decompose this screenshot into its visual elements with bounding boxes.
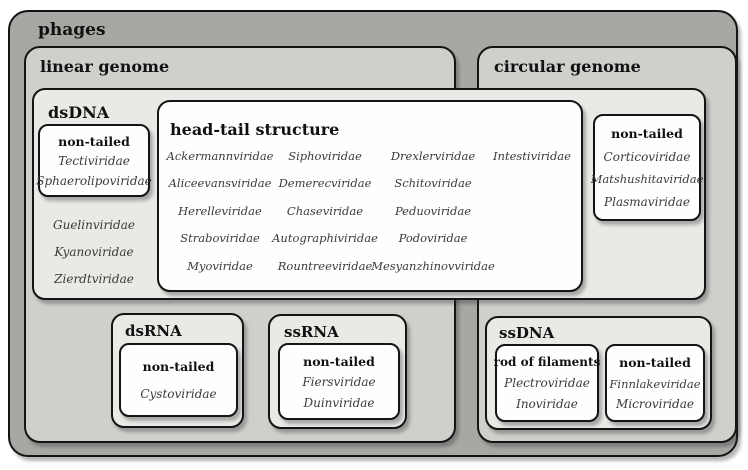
head-tail-structure-box: head-tail structure Ackermannviridae Ali… — [157, 100, 583, 292]
dsdna-circular-non-tailed-box: non-tailed Corticoviridae Matshushitavir… — [590, 114, 704, 221]
family-name: Zierdtviridae — [54, 272, 134, 286]
ssdna-rod-of-filaments-box: rod of filaments Plectroviridae Inovirid… — [493, 344, 601, 422]
ssrna-label: ssRNA — [284, 323, 339, 341]
ssdna-non-tailed-box: non-tailed Finnlakeviridae Microviridae — [605, 344, 705, 422]
head-tail-family-grid: Ackermannviridae Aliceevansviridae Herel… — [167, 142, 575, 280]
non-tailed-label: non-tailed — [303, 353, 375, 369]
linear-genome-label: linear genome — [40, 57, 170, 76]
phages-label: phages — [38, 20, 106, 40]
non-tailed-label: non-tailed — [58, 133, 130, 149]
family-name: Demerecviridae — [278, 176, 372, 191]
head-tail-structure-label: head-tail structure — [170, 120, 340, 139]
family-name: Peduoviridae — [394, 203, 472, 218]
family-name: Sphaerolipoviridae — [36, 173, 152, 188]
family-name: Siphoviridae — [288, 148, 362, 163]
family-name: Straboviridae — [180, 231, 260, 246]
dsdna-box: dsDNA non-tailed Tectiviridae Sphaerolip… — [32, 88, 706, 300]
family-name: Finnlakeviridae — [609, 376, 701, 391]
family-name: Guelinviridae — [53, 218, 135, 232]
dsdna-linear-non-tailed-box: non-tailed Tectiviridae Sphaerolipovirid… — [36, 124, 152, 197]
dsdna-other-families: Guelinviridae Kyanoviridae Zierdtviridae — [38, 212, 150, 293]
ssrna-box: ssRNA non-tailed Fiersviridae Duinvirida… — [268, 314, 407, 429]
dsrna-non-tailed-box: non-tailed Cystoviridae — [119, 343, 238, 417]
family-name: Autographiviridae — [272, 231, 378, 246]
family-name: Plasmaviridae — [604, 194, 690, 209]
family-name: Inoviridae — [516, 397, 578, 411]
dsdna-label: dsDNA — [48, 103, 110, 122]
family-name: Schitoviridae — [394, 176, 472, 191]
rod-of-filaments-label: rod of filaments — [493, 355, 601, 369]
family-name: Kyanoviridae — [54, 245, 134, 259]
family-name: Matshushitaviridae — [590, 172, 704, 187]
non-tailed-label: non-tailed — [142, 359, 215, 375]
family-name: Herelleviridae — [178, 203, 262, 218]
family-name: Cystoviridae — [140, 386, 217, 401]
family-name: Duinviridae — [303, 395, 375, 410]
family-name: Intestiviridae — [493, 148, 571, 163]
family-name: Rountreeviridae — [277, 258, 373, 273]
family-name: Corticoviridae — [603, 149, 691, 164]
ssdna-box: ssDNA rod of filaments Plectroviridae In… — [485, 316, 712, 430]
family-name: Chaseviridae — [286, 203, 364, 218]
family-name: Podoviridae — [398, 231, 468, 246]
non-tailed-label: non-tailed — [619, 354, 691, 370]
circular-genome-label: circular genome — [494, 57, 641, 76]
family-name: Plectroviridae — [504, 376, 590, 390]
family-name: Tectiviridae — [58, 154, 130, 168]
non-tailed-label: non-tailed — [611, 126, 683, 142]
family-name: Mesyanzhinovviridae — [371, 258, 495, 273]
family-name: Microviridae — [616, 397, 694, 412]
family-name: Aliceevansviridae — [168, 176, 272, 191]
family-name: Fiersviridae — [302, 375, 376, 389]
family-name: Drexlerviridae — [390, 148, 476, 163]
ssdna-label: ssDNA — [499, 324, 555, 342]
dsrna-box: dsRNA non-tailed Cystoviridae — [111, 313, 244, 428]
ssrna-non-tailed-box: non-tailed Fiersviridae Duinviridae — [278, 343, 400, 420]
family-name: Myoviridae — [187, 258, 253, 273]
family-name: Ackermannviridae — [166, 148, 274, 163]
dsrna-label: dsRNA — [125, 322, 182, 340]
